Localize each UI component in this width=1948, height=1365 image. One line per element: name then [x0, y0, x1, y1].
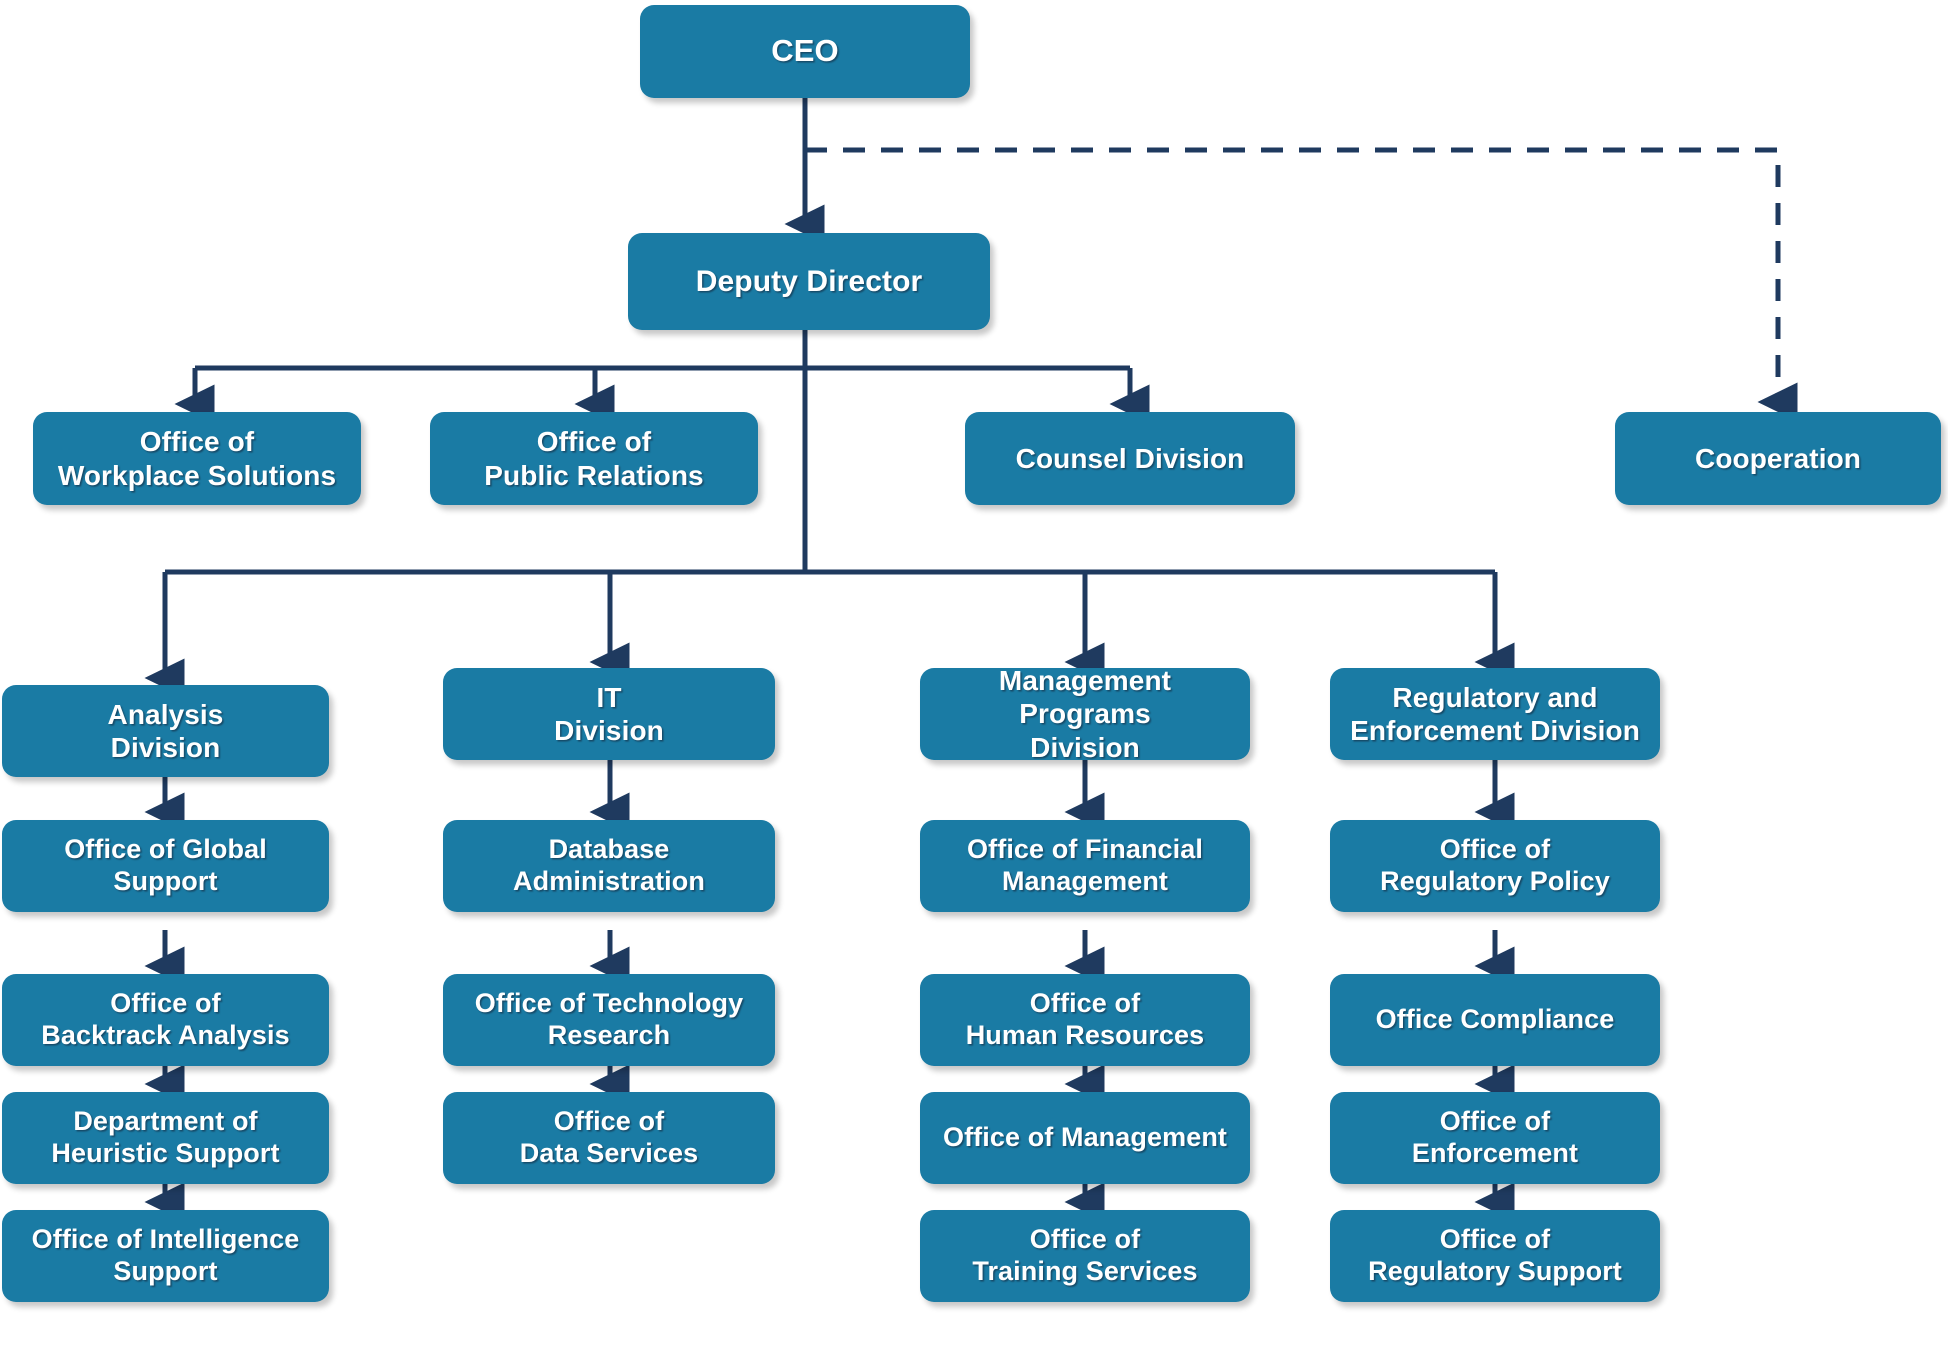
node-deputy-director[interactable]: Deputy Director	[628, 233, 990, 330]
node-office-compliance[interactable]: Office Compliance	[1330, 974, 1660, 1066]
node-training-services[interactable]: Office of Training Services	[920, 1210, 1250, 1302]
node-ceo[interactable]: CEO	[640, 5, 970, 98]
node-technology-research[interactable]: Office of Technology Research	[443, 974, 775, 1066]
node-workplace-solutions-label: Office of Workplace Solutions	[57, 426, 337, 491]
node-office-compliance-label: Office Compliance	[1375, 1004, 1615, 1035]
node-counsel-division-label: Counsel Division	[1015, 442, 1245, 474]
node-heuristic-support[interactable]: Department of Heuristic Support	[2, 1092, 329, 1184]
node-workplace-solutions[interactable]: Office of Workplace Solutions	[33, 412, 361, 505]
node-data-services-label: Office of Data Services	[519, 1106, 699, 1168]
node-heuristic-support-label: Department of Heuristic Support	[51, 1106, 280, 1168]
node-data-services[interactable]: Office of Data Services	[443, 1092, 775, 1184]
node-management-programs-division-label: Management Programs Division	[998, 665, 1172, 763]
node-financial-management[interactable]: Office of Financial Management	[920, 820, 1250, 912]
node-ceo-label: CEO	[771, 33, 839, 69]
node-public-relations-label: Office of Public Relations	[484, 426, 704, 491]
node-it-division[interactable]: IT Division	[443, 668, 775, 760]
node-database-administration-label: Database Administration	[513, 834, 705, 896]
node-office-of-management[interactable]: Office of Management	[920, 1092, 1250, 1184]
node-training-services-label: Office of Training Services	[972, 1224, 1198, 1286]
node-analysis-division[interactable]: Analysis Division	[2, 685, 329, 777]
node-global-support[interactable]: Office of Global Support	[2, 820, 329, 912]
node-technology-research-label: Office of Technology Research	[474, 988, 744, 1050]
node-backtrack-analysis[interactable]: Office of Backtrack Analysis	[2, 974, 329, 1066]
node-counsel-division[interactable]: Counsel Division	[965, 412, 1295, 505]
node-backtrack-analysis-label: Office of Backtrack Analysis	[41, 988, 290, 1050]
node-public-relations[interactable]: Office of Public Relations	[430, 412, 758, 505]
node-deputy-director-label: Deputy Director	[695, 264, 923, 298]
node-financial-management-label: Office of Financial Management	[967, 834, 1203, 896]
node-management-programs-division[interactable]: Management Programs Division	[920, 665, 1250, 763]
node-enforcement-label: Office of Enforcement	[1411, 1106, 1579, 1168]
node-office-of-management-label: Office of Management	[942, 1122, 1228, 1153]
node-human-resources-label: Office of Human Resources	[965, 988, 1205, 1050]
node-cooperation-label: Cooperation	[1695, 442, 1861, 474]
node-regulatory-policy-label: Office of Regulatory Policy	[1380, 834, 1610, 896]
node-regulatory-enforcement-division-label: Regulatory and Enforcement Division	[1350, 681, 1640, 746]
node-regulatory-support[interactable]: Office of Regulatory Support	[1330, 1210, 1660, 1302]
node-analysis-division-label: Analysis Division	[107, 698, 224, 763]
node-global-support-label: Office of Global Support	[64, 834, 267, 896]
node-regulatory-support-label: Office of Regulatory Support	[1368, 1224, 1622, 1286]
node-regulatory-enforcement-division[interactable]: Regulatory and Enforcement Division	[1330, 668, 1660, 760]
node-intelligence-support-label: Office of Intelligence Support	[31, 1224, 300, 1286]
node-regulatory-policy[interactable]: Office of Regulatory Policy	[1330, 820, 1660, 912]
node-database-administration[interactable]: Database Administration	[443, 820, 775, 912]
node-it-division-label: IT Division	[554, 681, 664, 746]
node-enforcement[interactable]: Office of Enforcement	[1330, 1092, 1660, 1184]
node-human-resources[interactable]: Office of Human Resources	[920, 974, 1250, 1066]
node-intelligence-support[interactable]: Office of Intelligence Support	[2, 1210, 329, 1302]
node-cooperation[interactable]: Cooperation	[1615, 412, 1941, 505]
